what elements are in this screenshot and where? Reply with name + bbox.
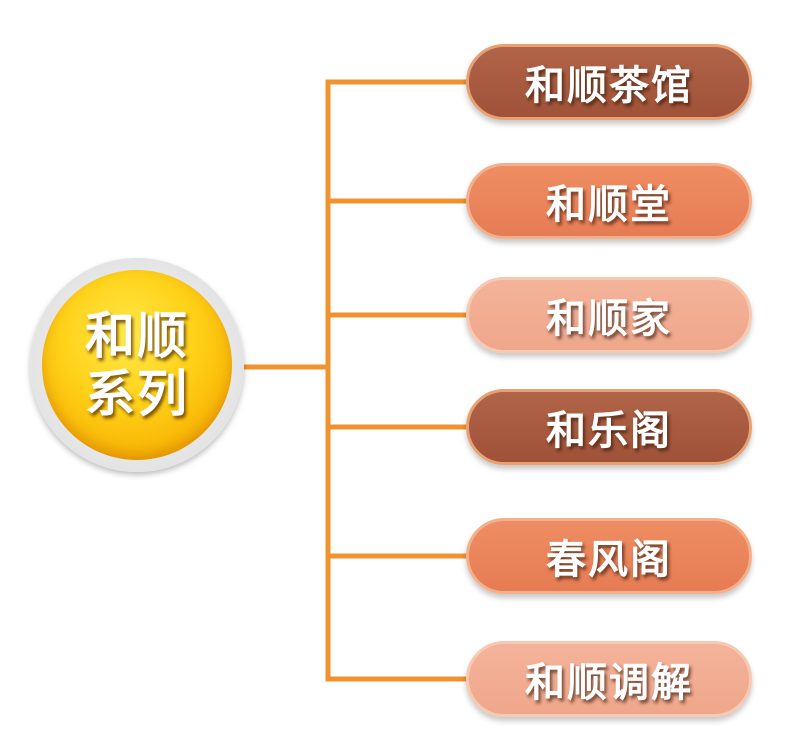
root-node-fill: 和顺 系列 (42, 270, 232, 460)
branch-item-5: 春风阁 (466, 518, 752, 594)
branch-item-4: 和乐阁 (466, 389, 752, 465)
branch-label: 和顺堂 (546, 182, 672, 228)
branch-label: 和乐阁 (546, 408, 672, 454)
branch-label: 春风阁 (546, 537, 672, 583)
root-label: 和顺 系列 (85, 307, 189, 423)
branch-label: 和顺调解 (525, 660, 693, 706)
branch-item-6: 和顺调解 (466, 641, 752, 717)
branch-item-2: 和顺堂 (466, 163, 752, 239)
branch-item-3: 和顺家 (466, 277, 752, 353)
branch-label: 和顺茶馆 (525, 63, 693, 109)
branch-item-1: 和顺茶馆 (466, 44, 752, 120)
branch-label: 和顺家 (546, 296, 672, 342)
root-node: 和顺 系列 (30, 258, 244, 472)
